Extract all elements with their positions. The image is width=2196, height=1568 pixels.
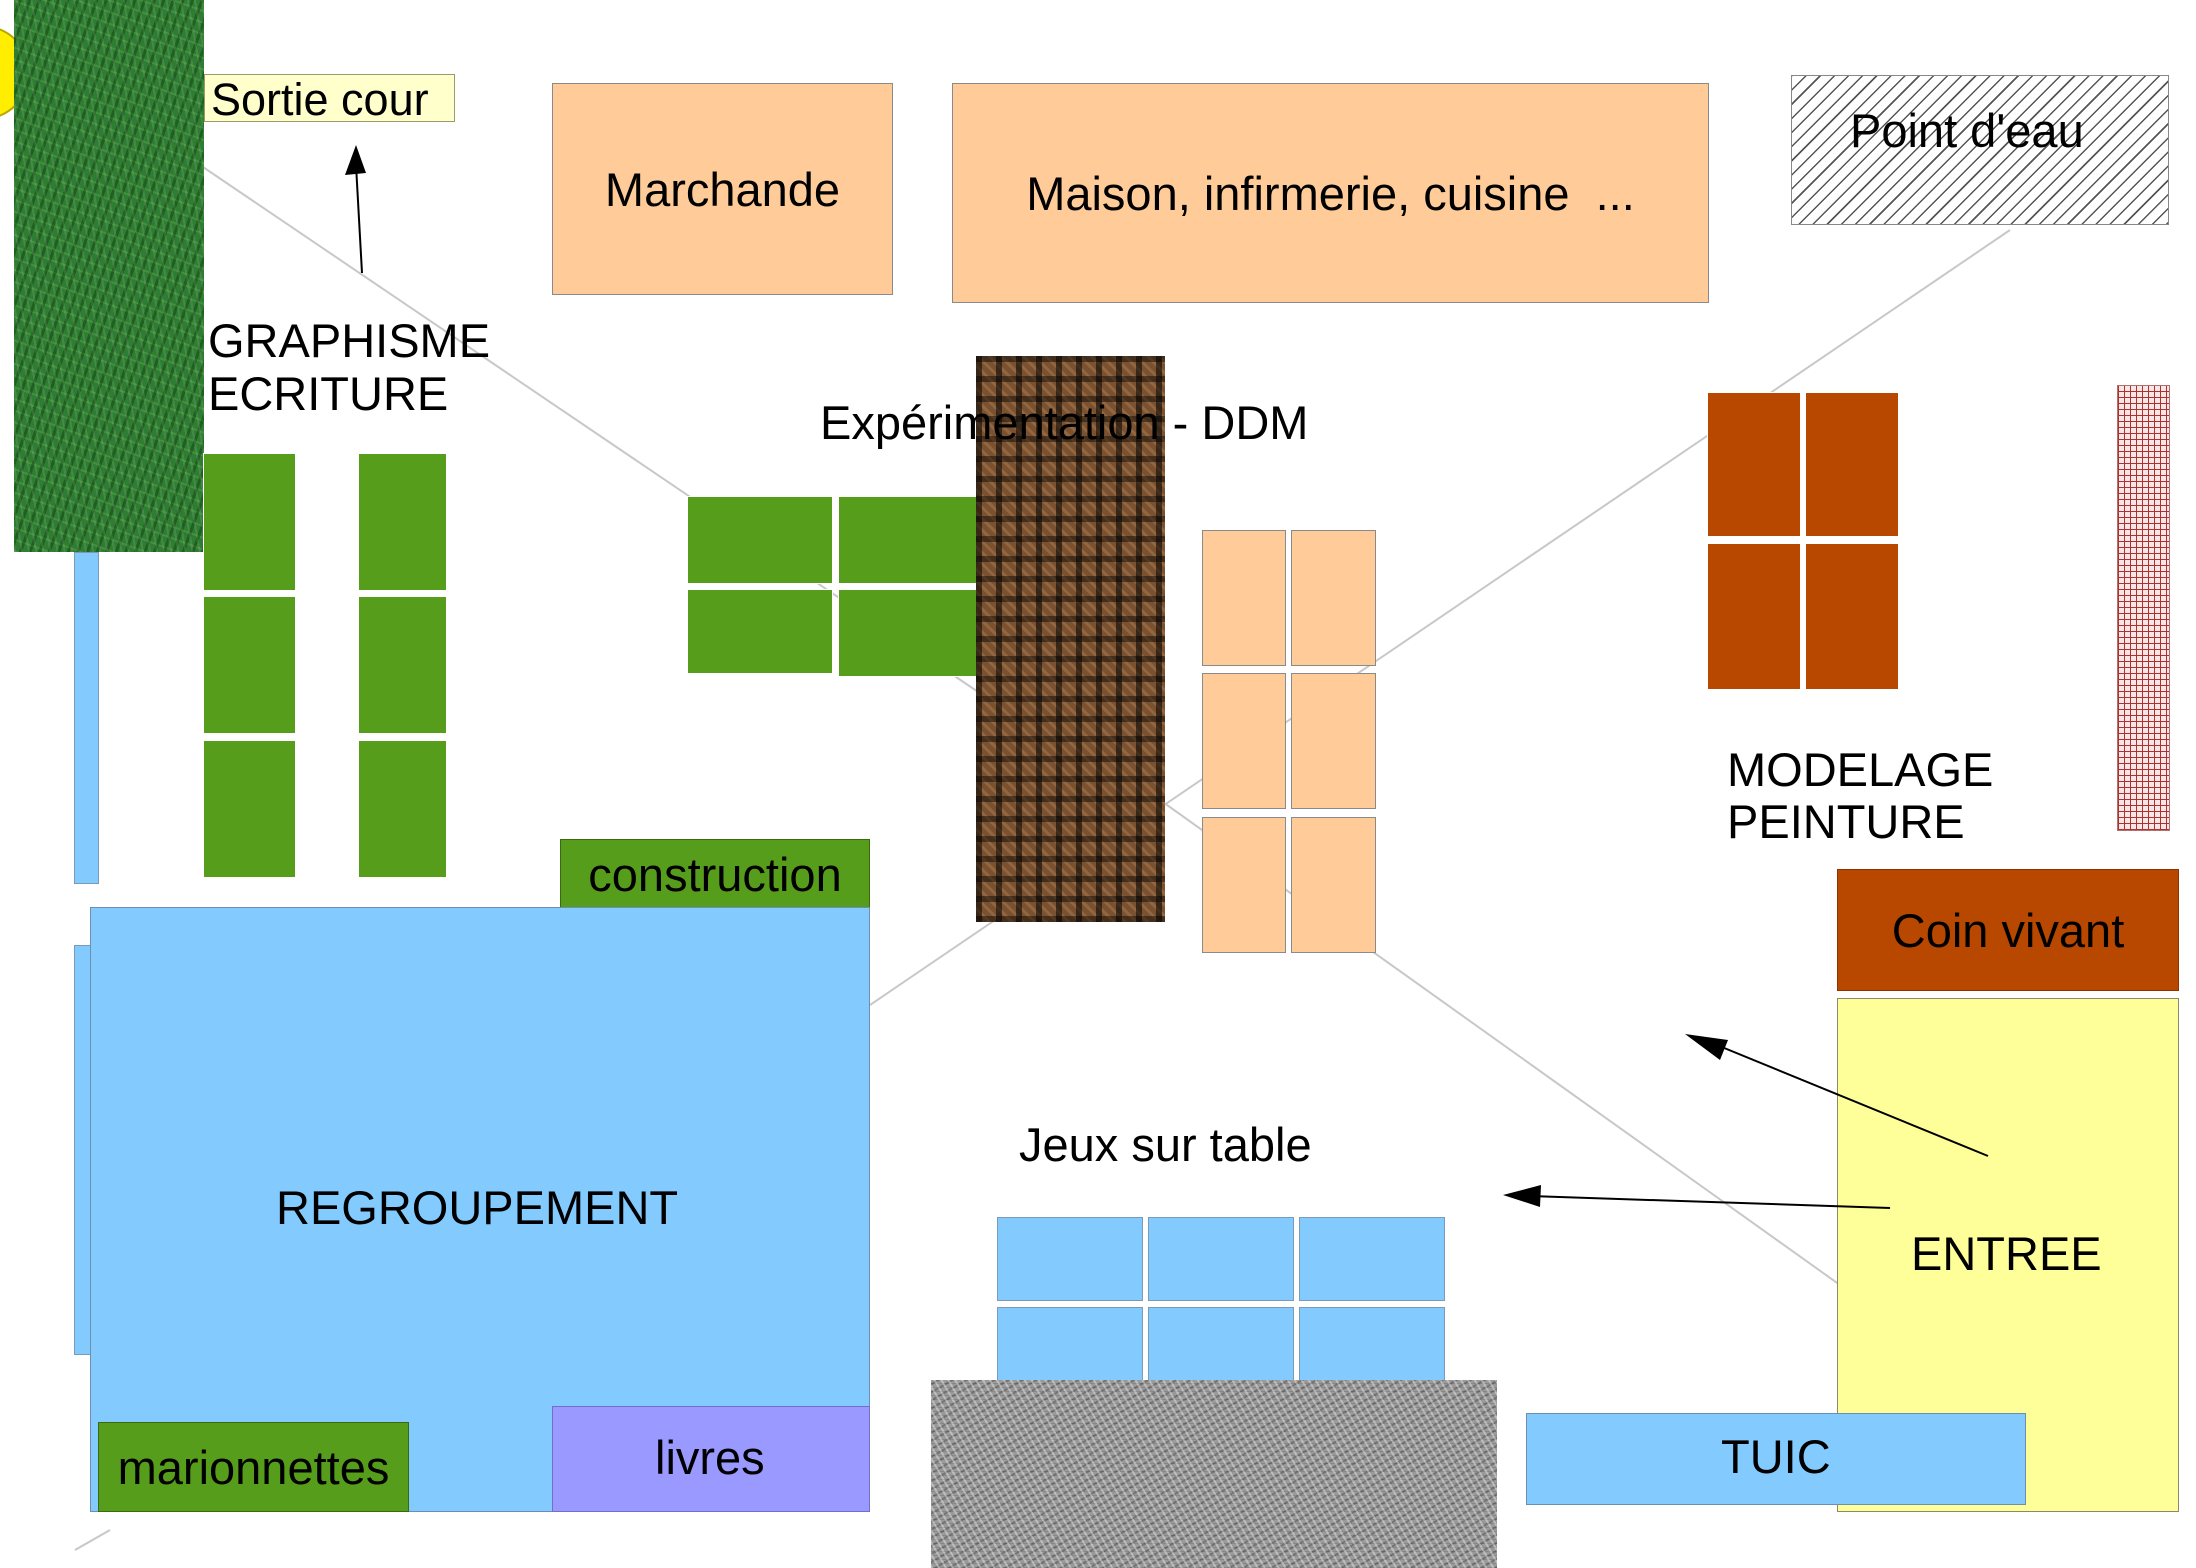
grass-texture-column — [14, 0, 204, 552]
left-shelf-bar — [74, 552, 99, 884]
table-experimentation — [687, 496, 833, 584]
red-grid-texture-strip — [2117, 385, 2170, 831]
zone-maison: Maison, infirmerie, cuisine ... — [952, 83, 1709, 303]
table-graphisme — [203, 453, 296, 591]
arrow-head-modelage — [1685, 1034, 1728, 1060]
table-experimentation — [838, 589, 984, 677]
table-jeux-blue — [997, 1307, 1143, 1387]
entree-label: ENTREE — [1911, 1227, 2102, 1280]
coin-vivant-label: Coin vivant — [1891, 903, 2125, 957]
table-graphisme — [203, 596, 296, 734]
table-jeux-blue — [1148, 1217, 1294, 1301]
modelage-label: MODELAGE PEINTURE — [1727, 743, 1994, 848]
grey-embossed-texture-area — [931, 1380, 1497, 1568]
zone-livres: livres — [552, 1406, 870, 1512]
marchande-label: Marchande — [604, 162, 841, 216]
zone-tuic: TUIC — [1526, 1413, 2026, 1505]
table-modelage — [1805, 543, 1899, 690]
construction-label: construction — [588, 847, 842, 901]
table-jeux-peach — [1202, 817, 1286, 953]
table-modelage — [1805, 392, 1899, 537]
livres-label: livres — [655, 1431, 765, 1484]
zone-point-eau: Point d'eau — [1791, 75, 2169, 225]
table-graphisme — [358, 740, 447, 878]
table-graphisme — [358, 596, 447, 734]
experimentation-label: Expérimentation - DDM — [820, 396, 1309, 449]
arrow-head-jeux — [1503, 1185, 1541, 1207]
arrow-to-sortie — [345, 145, 366, 274]
table-experimentation — [687, 589, 833, 674]
arrow-to-jeux — [1529, 1195, 1891, 1209]
table-jeux-peach — [1291, 817, 1376, 953]
table-graphisme — [358, 453, 447, 591]
table-jeux-peach — [1202, 530, 1286, 666]
woven-burlap-texture-column — [976, 356, 1165, 922]
regroupement-label: REGROUPEMENT — [276, 1181, 679, 1234]
table-jeux-blue — [997, 1217, 1143, 1301]
marionnettes-label: marionnettes — [117, 1440, 390, 1494]
table-jeux-peach — [1291, 673, 1376, 809]
table-jeux-peach — [1202, 673, 1286, 809]
maison-label: Maison, infirmerie, cuisine ... — [1026, 166, 1635, 220]
zone-marchande: Marchande — [552, 83, 893, 295]
point-eau-label: Point d'eau — [1850, 104, 2084, 157]
arrow-to-modelage — [1711, 1042, 1989, 1157]
table-jeux-blue — [1299, 1217, 1445, 1301]
tuic-label: TUIC — [1721, 1430, 1831, 1483]
sortie-cour-label: Sortie cour — [211, 74, 429, 125]
table-jeux-peach — [1291, 530, 1376, 666]
zone-coin-vivant: Coin vivant — [1837, 869, 2179, 991]
sortie-cour-label-box: Sortie cour — [204, 74, 455, 125]
table-modelage — [1707, 543, 1801, 690]
table-graphisme — [203, 740, 296, 878]
jeux-label: Jeux sur table — [1019, 1118, 1312, 1171]
zone-marionnettes: marionnettes — [98, 1422, 409, 1512]
zone-construction: construction — [560, 839, 870, 909]
graphisme-label: GRAPHISME ECRITURE — [208, 314, 491, 421]
table-experimentation — [838, 496, 984, 584]
table-jeux-blue — [1148, 1307, 1294, 1387]
table-modelage — [1707, 392, 1801, 537]
